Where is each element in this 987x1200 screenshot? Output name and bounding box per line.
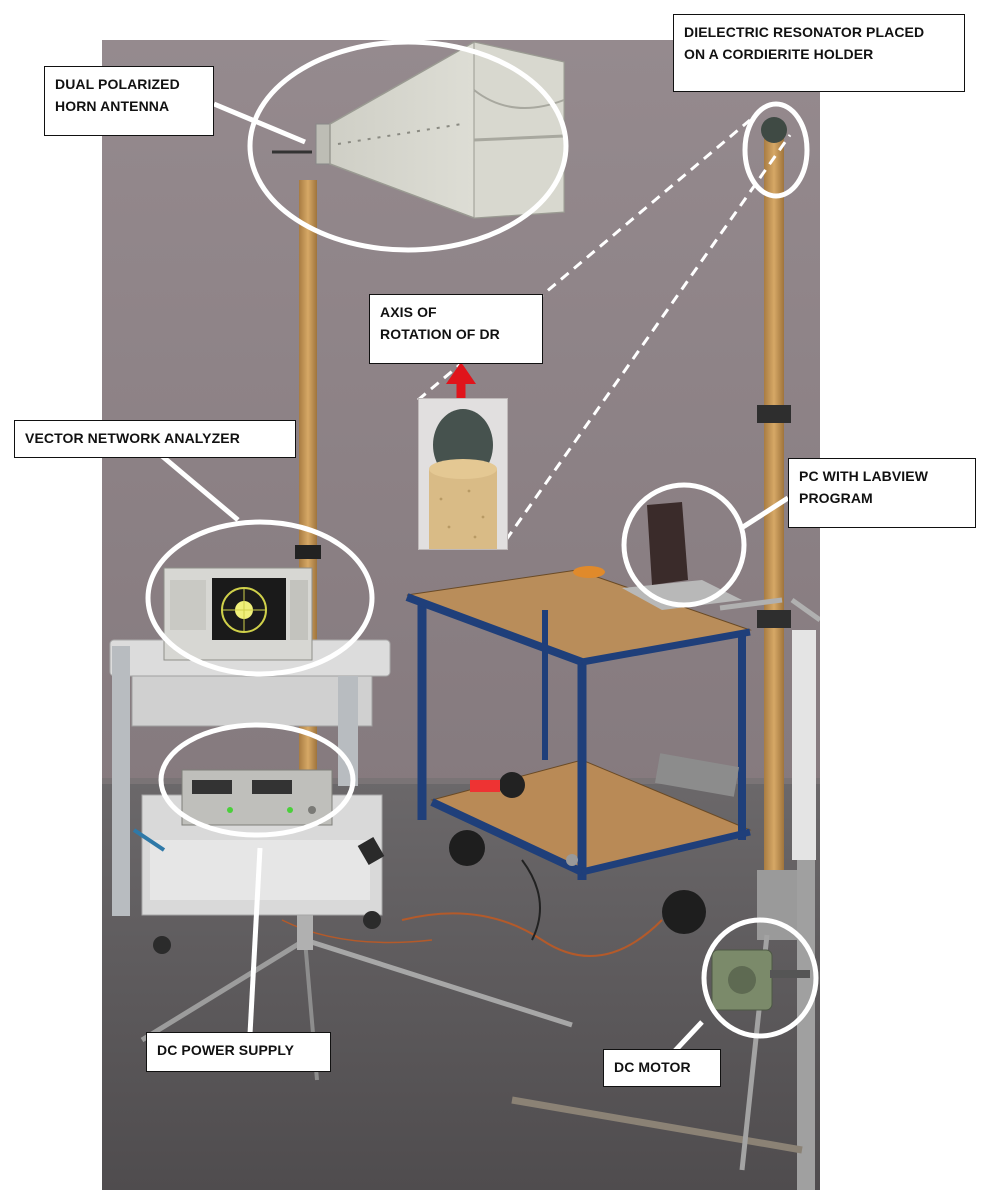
horn-antenna-ring <box>247 40 569 253</box>
lab-photo-illustration <box>102 40 820 1190</box>
horn-antenna <box>272 41 565 219</box>
dielectric-resonator-inset <box>418 398 508 550</box>
resonator-ring <box>742 101 810 199</box>
laptop <box>622 502 742 610</box>
label-vector-network-analyzer: VECTOR NETWORK ANALYZER <box>14 420 296 458</box>
dc-power-supply <box>181 769 333 826</box>
label-dc-motor: DC MOTOR <box>603 1049 721 1087</box>
callout-rings <box>145 40 819 1039</box>
lab-photo <box>102 40 820 1190</box>
label-axis-of-rotation: AXIS OF ROTATION OF DR <box>369 294 543 364</box>
vna-ring <box>145 519 375 677</box>
power-supply-ring <box>158 722 356 838</box>
label-dc-power-supply: DC POWER SUPPLY <box>146 1032 331 1072</box>
label-pc-labview: PC WITH LABVIEW PROGRAM <box>788 458 976 528</box>
dc-motor <box>711 949 810 1011</box>
vector-network-analyzer <box>163 567 313 661</box>
blue-cart <box>405 566 752 934</box>
label-dielectric-resonator: DIELECTRIC RESONATOR PLACED ON A CORDIER… <box>673 14 965 92</box>
label-horn-antenna: DUAL POLARIZED HORN ANTENNA <box>44 66 214 136</box>
inset-illustration <box>419 399 507 549</box>
motor-ring <box>701 917 819 1039</box>
pc-ring <box>621 482 747 608</box>
